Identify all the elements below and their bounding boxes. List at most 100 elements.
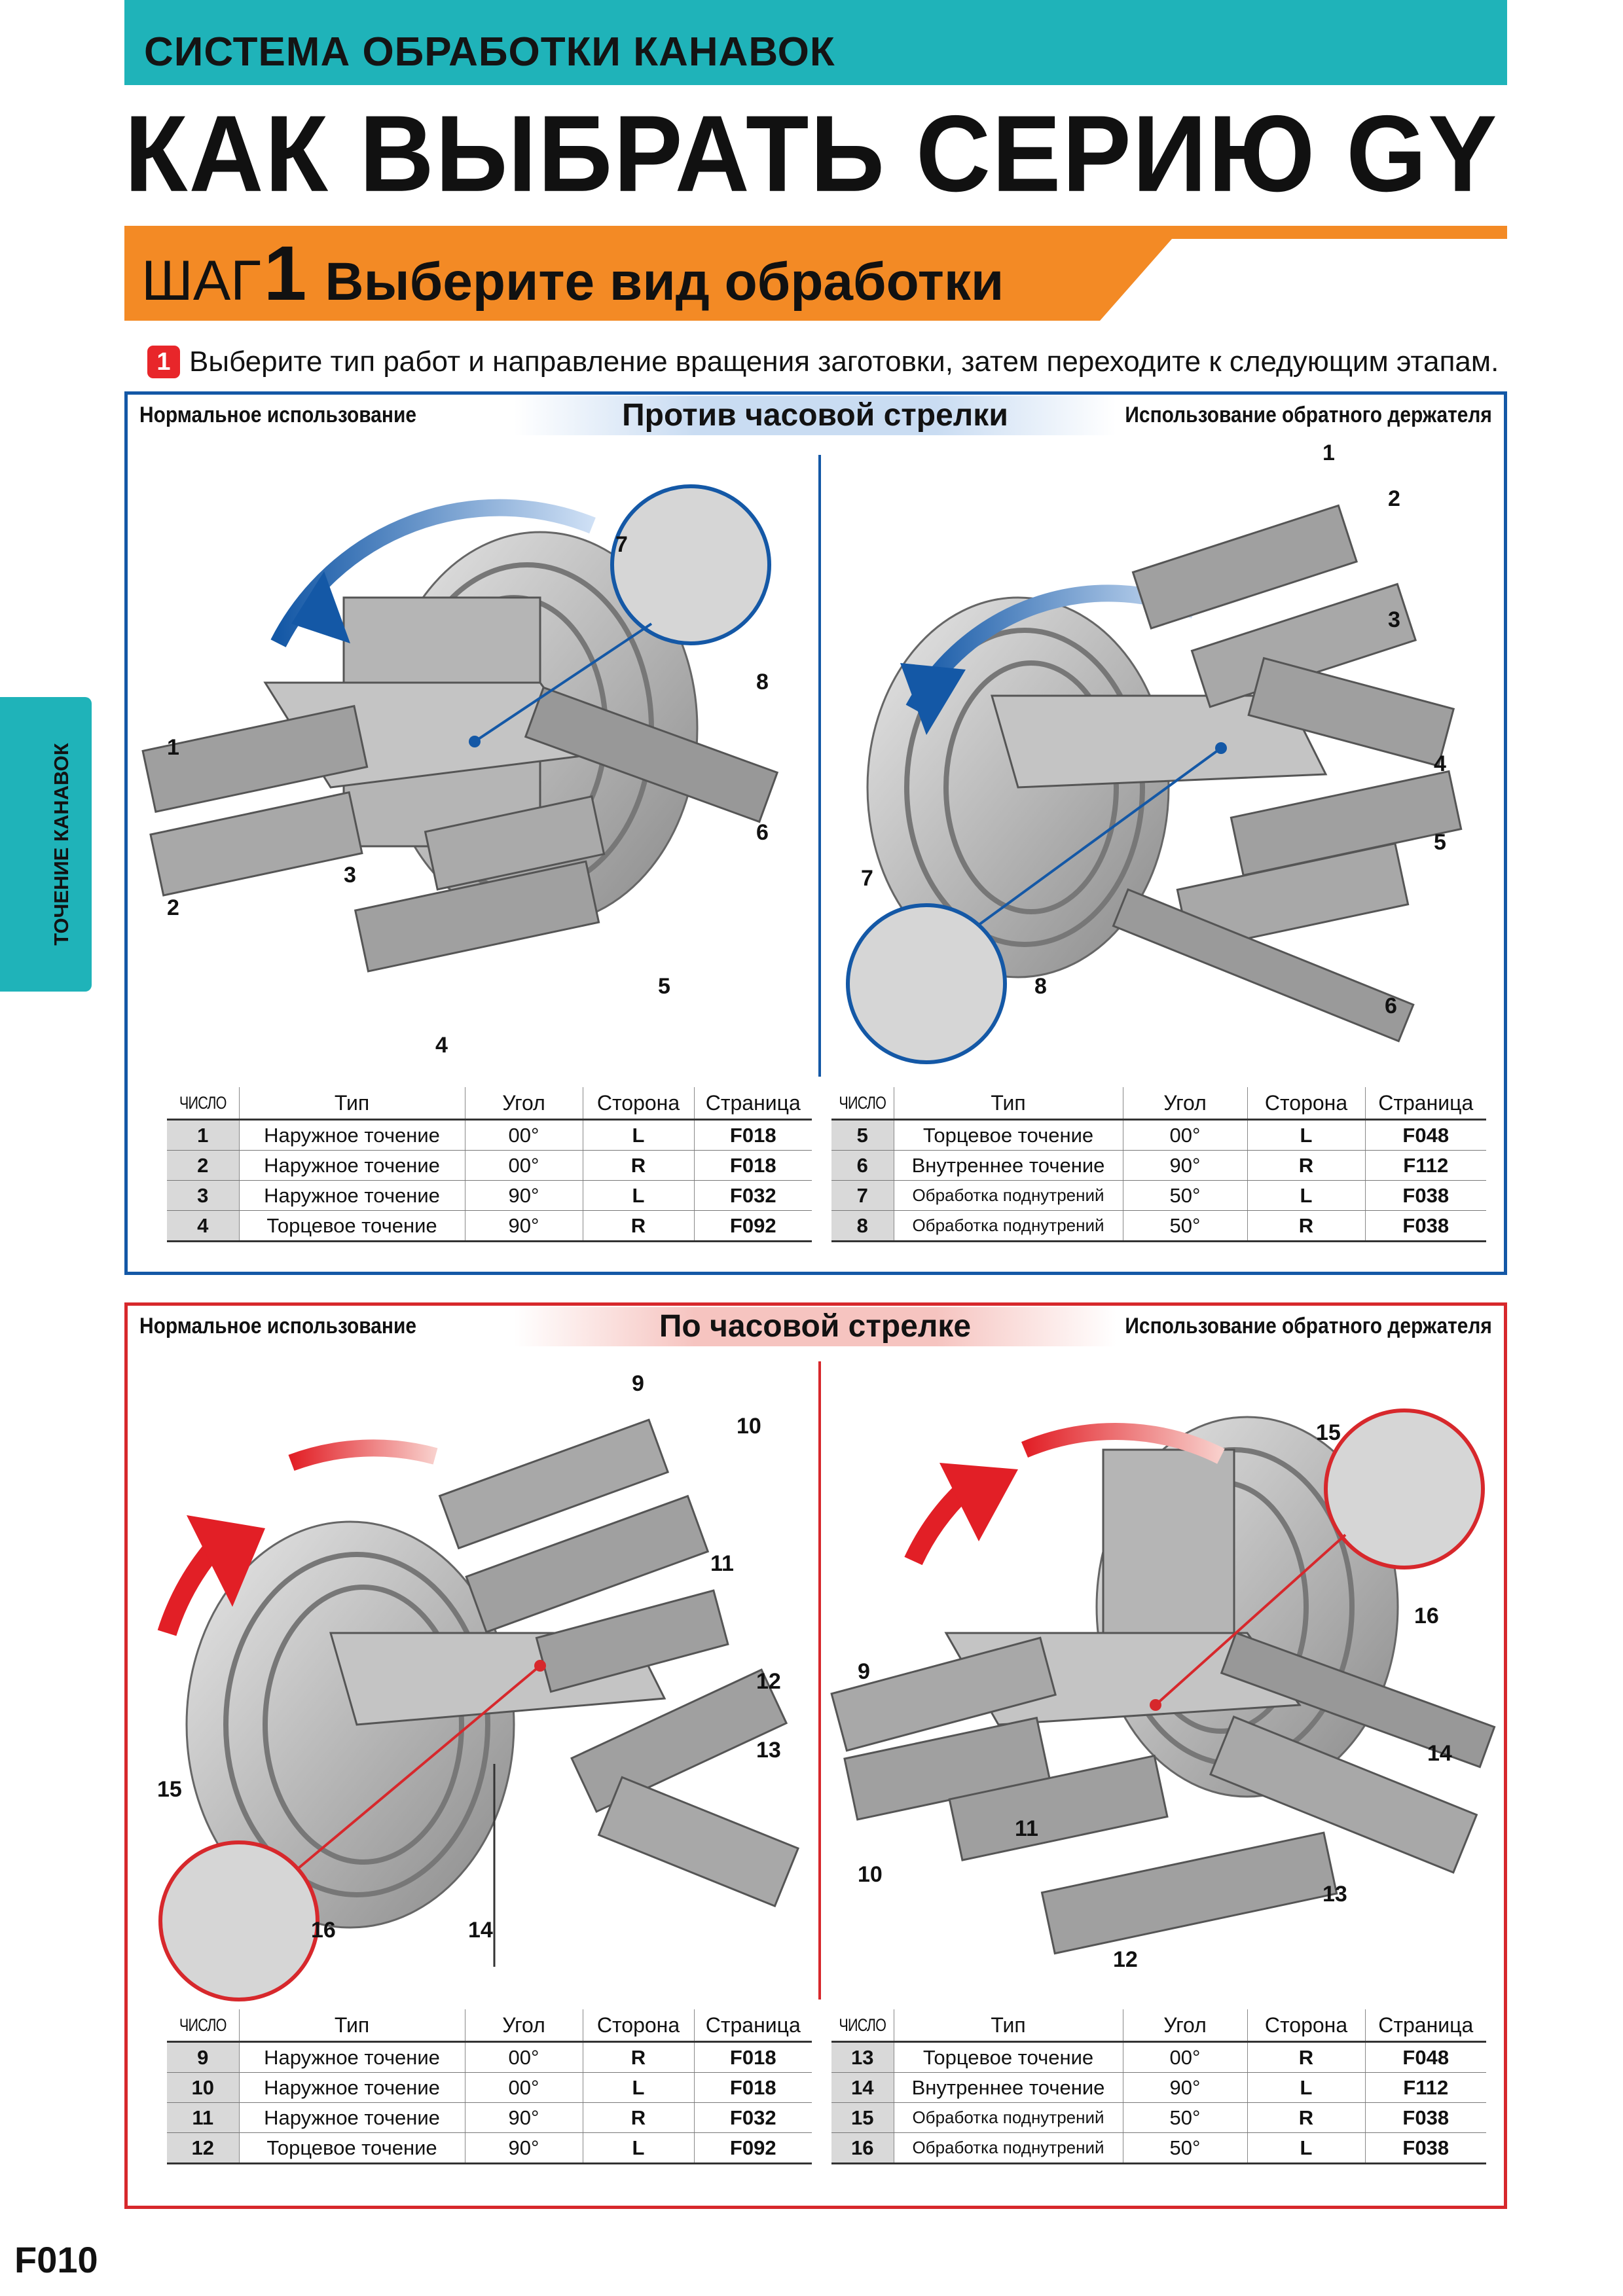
row-type: Наружное точение	[238, 2041, 465, 2073]
callout-r11: 11	[1015, 1816, 1038, 1841]
col-header-number: ЧИСЛО	[837, 1087, 888, 1121]
step-number: 1	[263, 230, 307, 317]
callout-r10: 10	[858, 1862, 883, 1887]
row-side: R	[582, 1150, 694, 1181]
machining-illustration-reverse-cw	[830, 1408, 1496, 1955]
col-header-number: ЧИСЛО	[174, 2009, 232, 2043]
row-angle: 00°	[464, 2072, 583, 2103]
rotation-title: Против часовой стрелки	[514, 396, 1116, 435]
col-header-number: ЧИСЛО	[174, 1087, 232, 1121]
panel-divider	[818, 1361, 821, 2000]
callout-4: 4	[435, 1033, 448, 1058]
row-side: L	[1247, 1119, 1365, 1151]
panel-counterclockwise: Нормальное использование Против часовой …	[124, 391, 1507, 1275]
col-header-page: Страница	[693, 2009, 812, 2043]
step-word: ШАГ	[141, 249, 261, 312]
row-angle: 90°	[1122, 2072, 1247, 2103]
col-header-type: Тип	[893, 1087, 1123, 1121]
row-page: F092	[693, 2132, 812, 2164]
page-number: F010	[14, 2239, 98, 2280]
callout-r7: 7	[861, 866, 873, 891]
row-type: Наружное точение	[238, 1119, 465, 1151]
callout-r4: 4	[1434, 751, 1446, 776]
callout-7: 7	[615, 532, 628, 557]
row-page: F038	[1364, 1180, 1486, 1211]
callout-11: 11	[710, 1551, 734, 1576]
rotation-title: По часовой стрелке	[514, 1307, 1116, 1346]
callout-r14: 14	[1427, 1741, 1452, 1766]
callout-r15: 15	[1316, 1420, 1341, 1445]
row-type: Торцевое точение	[238, 2132, 465, 2164]
row-page: F092	[693, 1210, 812, 1242]
row-angle: 90°	[464, 2102, 583, 2133]
row-number: 15	[831, 2102, 894, 2133]
callout-r1: 1	[1322, 440, 1335, 465]
row-number: 9	[167, 2041, 239, 2073]
machining-illustration-normal-ccw	[141, 484, 779, 973]
row-angle: 90°	[464, 1180, 583, 1211]
row-angle: 00°	[464, 2041, 583, 2073]
row-number: 4	[167, 1210, 239, 1242]
col-header-angle: Угол	[1122, 1087, 1247, 1121]
reverse-holder-label: Использование обратного держателя	[1125, 1314, 1492, 1338]
normal-use-label: Нормальное использование	[139, 403, 417, 427]
row-side: R	[582, 1210, 694, 1242]
row-angle: 50°	[1122, 2132, 1247, 2164]
row-type: Внутреннее точение	[893, 2072, 1123, 2103]
callout-3: 3	[344, 863, 356, 888]
row-type: Обработка поднутрений	[893, 2132, 1123, 2164]
col-header-page: Страница	[1364, 2009, 1486, 2043]
callout-13: 13	[756, 1738, 781, 1763]
callout-2: 2	[167, 895, 179, 920]
col-header-number: ЧИСЛО	[837, 2009, 888, 2043]
col-header-page: Страница	[693, 1087, 812, 1121]
side-tab	[0, 697, 92, 992]
callout-r6: 6	[1385, 994, 1397, 1018]
callout-r5: 5	[1434, 830, 1446, 855]
panel-divider	[818, 455, 821, 1077]
category-band: СИСТЕМА ОБРАБОТКИ КАНАВОК	[124, 0, 1507, 85]
callout-5: 5	[658, 974, 670, 999]
row-type: Обработка поднутрений	[893, 1210, 1123, 1242]
category-title: СИСТЕМА ОБРАБОТКИ КАНАВОК	[144, 29, 835, 75]
row-side: L	[582, 1180, 694, 1211]
instruction-text: Выберите тип работ и направление вращени…	[189, 346, 1499, 378]
row-angle: 90°	[464, 2132, 583, 2164]
callout-6: 6	[756, 820, 769, 845]
row-number: 14	[831, 2072, 894, 2103]
row-page: F038	[1364, 2102, 1486, 2133]
row-page: F032	[693, 2102, 812, 2133]
row-number: 1	[167, 1119, 239, 1151]
row-side: L	[582, 2132, 694, 2164]
row-angle: 00°	[464, 1119, 583, 1151]
callout-r8: 8	[1034, 974, 1047, 999]
row-type: Наружное точение	[238, 1150, 465, 1181]
row-angle: 00°	[1122, 2041, 1247, 2073]
col-header-side: Сторона	[1247, 1087, 1365, 1121]
row-side: L	[1247, 2072, 1365, 2103]
row-page: F112	[1364, 1150, 1486, 1181]
normal-use-label: Нормальное использование	[139, 1314, 417, 1338]
row-number: 5	[831, 1119, 894, 1151]
row-number: 6	[831, 1150, 894, 1181]
col-header-type: Тип	[893, 2009, 1123, 2043]
row-angle: 00°	[464, 1150, 583, 1181]
row-side: R	[1247, 2041, 1365, 2073]
row-side: R	[1247, 1150, 1365, 1181]
row-angle: 90°	[464, 1210, 583, 1242]
callout-15: 15	[157, 1777, 182, 1802]
row-page: F038	[1364, 1210, 1486, 1242]
row-side: L	[1247, 1180, 1365, 1211]
row-side: R	[1247, 2102, 1365, 2133]
row-side: R	[1247, 1210, 1365, 1242]
